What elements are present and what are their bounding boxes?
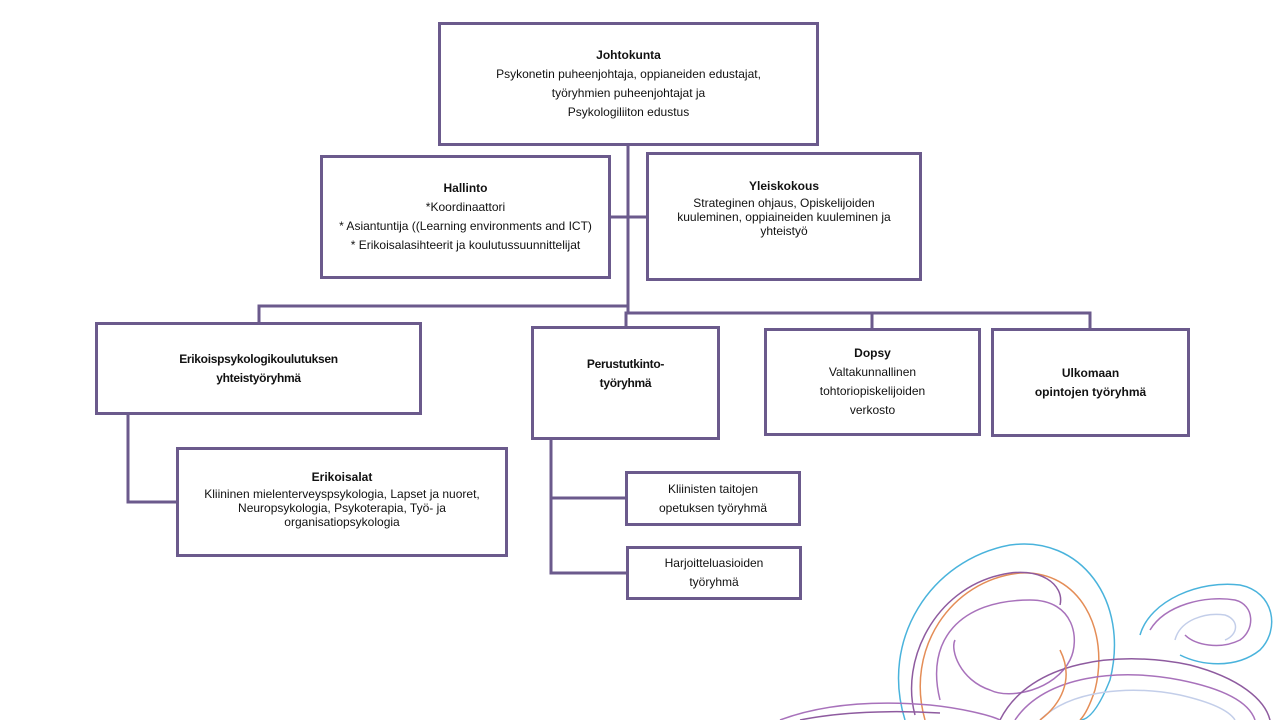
node-erikoisalat: Erikoisalat Kliininen mielenterveyspsyko… [176,447,508,557]
connector-harjoittelu [549,439,627,575]
connector-erikoispsykologi [257,304,628,323]
node-title: Johtokunta [596,48,661,62]
node-description: Valtakunnallinen tohtoriopiskelijoiden v… [819,365,926,417]
node-description: Kliininen mielenterveyspsykologia, Lapse… [204,486,480,529]
node-description: Harjoitteluasioiden työryhmä [664,556,764,589]
node-yleiskokous: Yleiskokous Strateginen ohjaus, Opiskeli… [646,152,922,281]
node-title: Dopsy [854,346,891,360]
node-title: Erikoispsykologikoulutuksen yhteistyöryh… [179,351,338,385]
node-johtokunta: Johtokunta Psykonetin puheenjohtaja, opp… [438,22,819,146]
node-title: Hallinto [443,181,488,195]
node-description: Psykonetin puheenjohtaja, oppianeiden ed… [496,67,761,119]
node-title: Perustutkinto- työryhmä [586,357,665,390]
connector-right-bus [624,311,1092,329]
node-description: Strateginen ohjaus, Opiskelijoiden kuule… [677,196,891,238]
node-description: *Koordinaattori * Asiantuntija ((Learnin… [339,200,592,252]
node-title: Ulkomaan opintojen työryhmä [1034,365,1147,399]
node-title: Yleiskokous [748,179,820,193]
connector-erikoisalat [126,414,178,504]
node-ulkomaan-opinnot: Ulkomaan opintojen työryhmä [991,328,1190,437]
node-erikoispsykologikoulutus: Erikoispsykologikoulutuksen yhteistyöryh… [95,322,422,415]
node-perustutkinto: Perustutkinto- työryhmä [531,326,720,440]
node-hallinto: Hallinto *Koordinaattori * Asiantuntija … [320,155,611,279]
node-dopsy: Dopsy Valtakunnallinen tohtoriopiskelijo… [764,328,981,436]
node-description: Kliinisten taitojen opetuksen työryhmä [658,481,768,515]
node-harjoitteluasiat: Harjoitteluasioiden työryhmä [626,546,802,600]
node-title: Erikoisalat [311,469,373,484]
node-kliinisten-taitojen: Kliinisten taitojen opetuksen työryhmä [625,471,801,526]
